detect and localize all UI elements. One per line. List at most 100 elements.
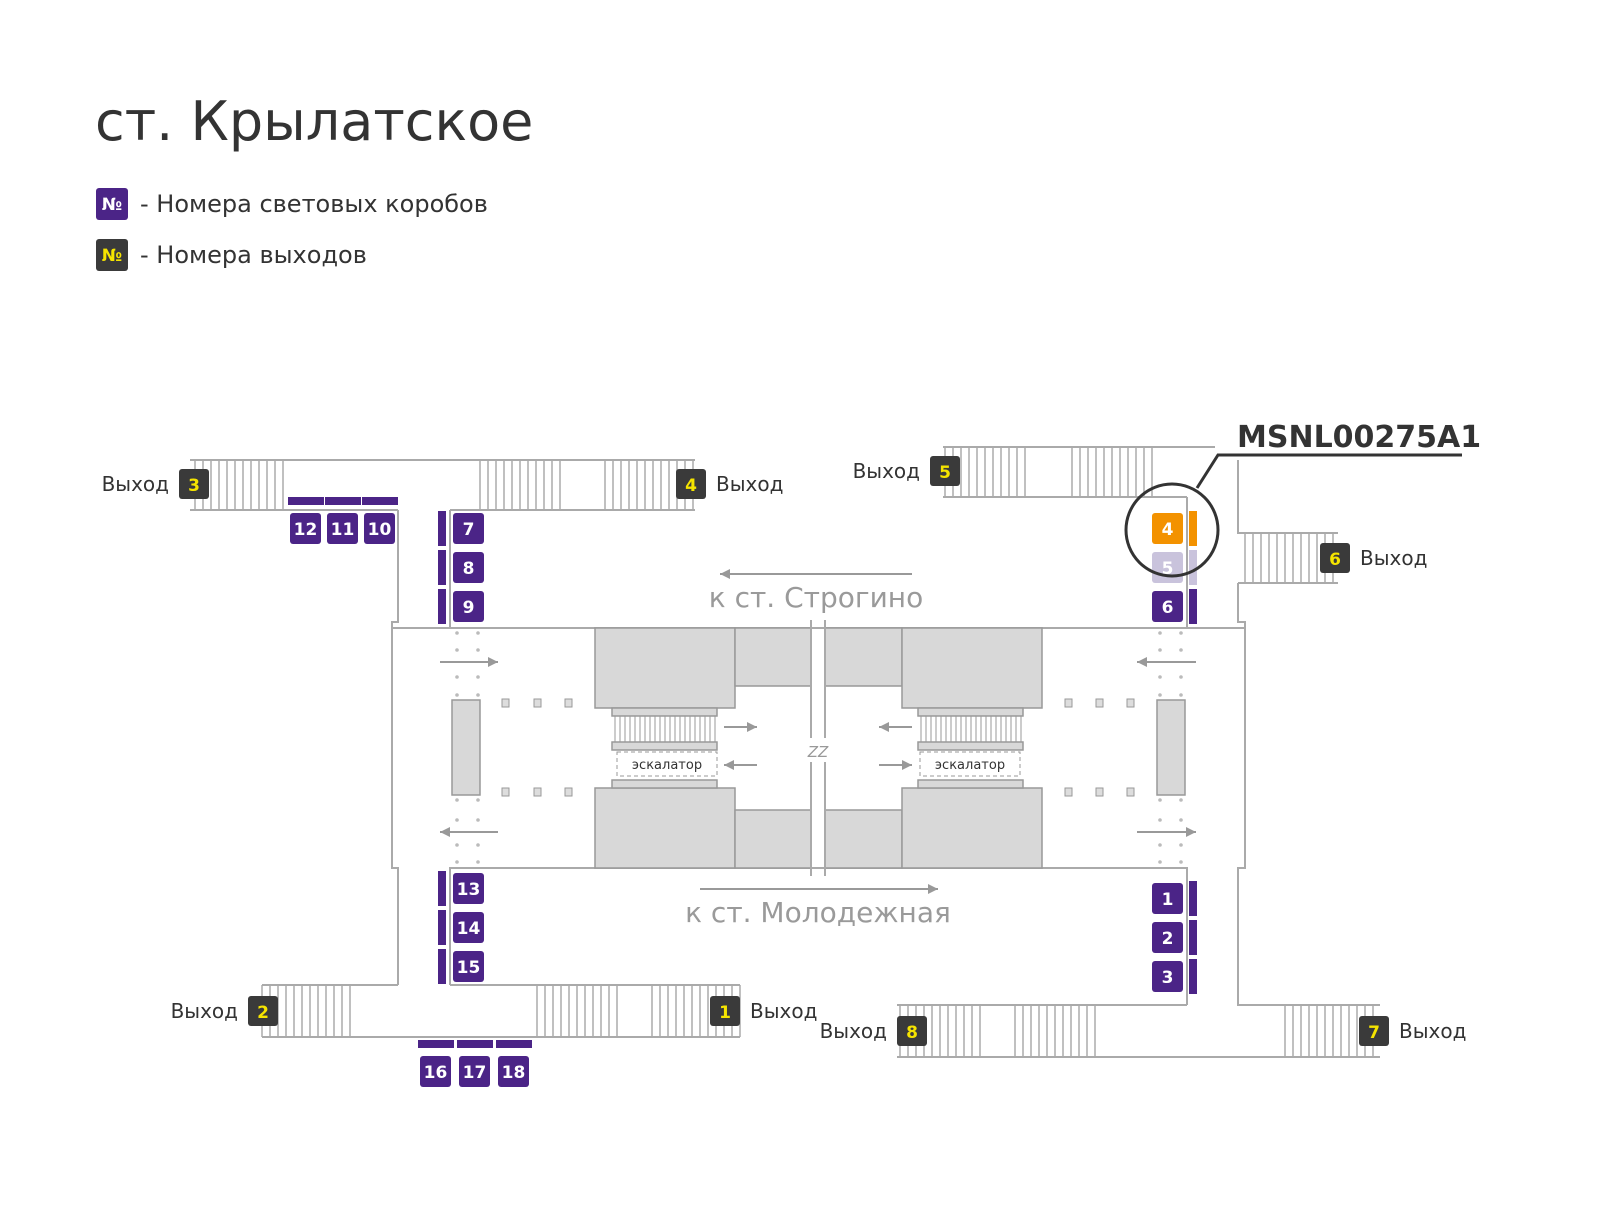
arrow-right-icon <box>488 657 498 667</box>
pillar <box>533 698 542 708</box>
light-box-2[interactable]: 2 <box>1152 920 1197 955</box>
callout-line <box>1195 453 1462 489</box>
marker-dot <box>455 675 459 679</box>
legend-exit-text: - Номера выходов <box>140 241 367 269</box>
exit-number: 6 <box>1329 550 1341 570</box>
legend-box-icon <box>96 188 128 220</box>
legend-exit-icon <box>96 239 128 271</box>
light-box-number: 14 <box>457 919 481 939</box>
legend: № - Номера световых коробов № - Номера в… <box>96 188 488 271</box>
highlight-code: MSNL00275A1 <box>1237 420 1481 455</box>
light-box-number: 6 <box>1162 598 1174 618</box>
light-box-3[interactable]: 3 <box>1152 959 1197 994</box>
marker-dot <box>1179 648 1183 652</box>
exit-6[interactable]: 6 Выход <box>1320 543 1427 573</box>
light-box-6[interactable]: 6 <box>1152 589 1197 624</box>
light-box-15[interactable]: 15 <box>438 949 484 984</box>
marker-dot <box>476 693 480 697</box>
marker-dot <box>455 818 459 822</box>
exit-3[interactable]: 3 Выход <box>102 469 209 499</box>
marker-dot <box>455 843 459 847</box>
light-box-number: 12 <box>294 520 318 540</box>
highlight-callout: MSNL00275A1 <box>1124 420 1481 578</box>
escalator-right-label: эскалатор <box>935 758 1005 773</box>
light-box-11[interactable]: 11 <box>325 497 361 544</box>
light-box-16[interactable]: 16 <box>418 1040 454 1087</box>
pillar <box>564 787 573 797</box>
light-box-5[interactable]: 5 <box>1152 550 1197 585</box>
light-box-9[interactable]: 9 <box>438 589 484 624</box>
light-box-number: 2 <box>1162 929 1174 949</box>
escalator-left-label: эскалатор <box>632 758 702 773</box>
light-box-number: 11 <box>331 520 355 540</box>
exit-5[interactable]: 5 Выход <box>853 456 960 486</box>
marker-dot <box>476 860 480 864</box>
exit-number: 5 <box>939 463 951 483</box>
light-box-number: 7 <box>463 520 475 540</box>
marker-dot <box>1158 843 1162 847</box>
light-box-13[interactable]: 13 <box>438 871 484 906</box>
escalator-left <box>616 751 718 777</box>
light-box-number: 13 <box>457 880 481 900</box>
arrow-left-icon <box>1137 657 1147 667</box>
marker-dot <box>1158 693 1162 697</box>
marker-dot <box>476 675 480 679</box>
light-box-1[interactable]: 1 <box>1152 881 1197 916</box>
exit-label: Выход <box>1360 546 1427 570</box>
exit-4[interactable]: 4 Выход <box>676 469 783 499</box>
light-box-8[interactable]: 8 <box>438 550 484 585</box>
exit-label: Выход <box>102 472 169 496</box>
exit-label: Выход <box>853 459 920 483</box>
light-box-14[interactable]: 14 <box>438 910 484 945</box>
legend-exit-symbol: № <box>102 246 122 266</box>
direction-molodezhnaya: к ст. Молодежная <box>685 896 951 929</box>
exit-label: Выход <box>716 472 783 496</box>
light-box-10[interactable]: 10 <box>362 497 398 544</box>
marker-dot <box>455 648 459 652</box>
light-box-number: 9 <box>463 598 475 618</box>
arrow-right-icon <box>902 760 912 770</box>
marker-dot <box>455 693 459 697</box>
track-divider-mark: ZZ <box>807 743 829 761</box>
light-box-number: 15 <box>457 958 481 978</box>
light-box-number: 5 <box>1162 559 1174 579</box>
light-box-18[interactable]: 18 <box>496 1040 532 1087</box>
light-box-number: 8 <box>463 559 475 579</box>
light-box-4[interactable]: 4 <box>1152 511 1197 546</box>
marker-dot <box>476 798 480 802</box>
arrow-left-icon <box>879 722 889 732</box>
exit-label: Выход <box>1399 1019 1466 1043</box>
light-box-7[interactable]: 7 <box>438 511 484 546</box>
exit-label: Выход <box>820 1019 887 1043</box>
directions: к ст. Строгино к ст. Молодежная <box>685 581 951 929</box>
marker-dot <box>476 818 480 822</box>
arrow-right-icon <box>1186 827 1196 837</box>
marker-dot <box>1158 675 1162 679</box>
arrow-left-icon <box>720 569 730 579</box>
exit-number: 4 <box>685 476 697 496</box>
exit-number: 3 <box>188 476 200 496</box>
pillar <box>501 787 510 797</box>
marker-dot <box>1179 843 1183 847</box>
marker-dot <box>1179 860 1183 864</box>
light-box-number: 17 <box>463 1063 487 1083</box>
marker-dot <box>455 798 459 802</box>
platform-center: ZZ эскалатор эскалатор <box>440 569 1196 894</box>
arrow-left-icon <box>724 760 734 770</box>
light-box-12[interactable]: 12 <box>288 497 324 544</box>
marker-dot <box>1158 818 1162 822</box>
light-box-17[interactable]: 17 <box>457 1040 493 1087</box>
pillar <box>501 698 510 708</box>
light-box-number: 3 <box>1162 968 1174 988</box>
marker-dot <box>455 860 459 864</box>
light-box-number: 1 <box>1162 890 1174 910</box>
pillar <box>1064 698 1073 708</box>
exit-number: 8 <box>906 1023 918 1043</box>
marker-dot <box>1158 631 1162 635</box>
exit-8[interactable]: 8 Выход <box>820 1016 927 1046</box>
